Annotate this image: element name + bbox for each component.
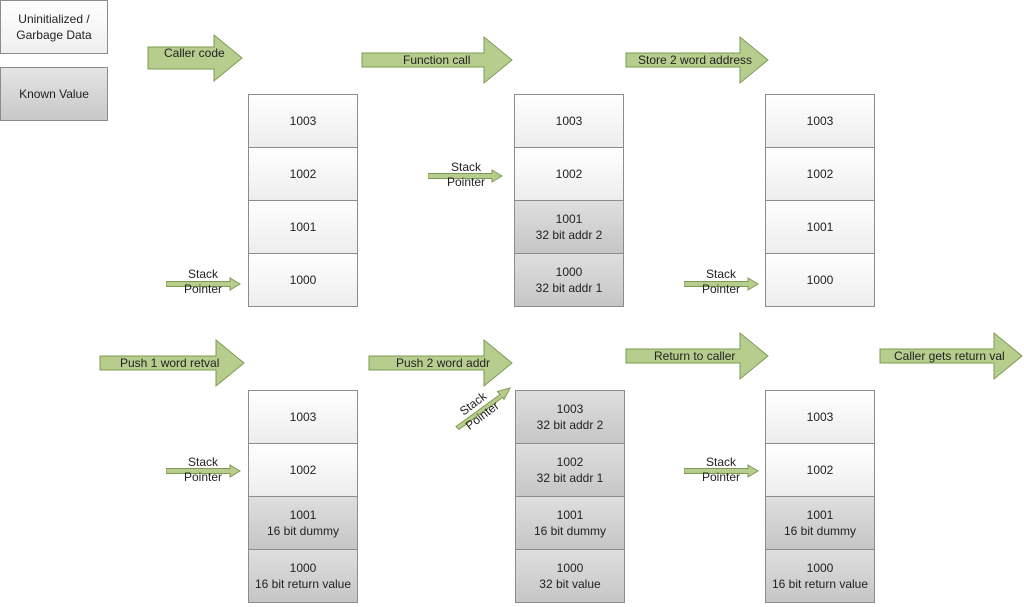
step-label-push-1-word-retval: Push 1 word retval [120,356,220,370]
stack-cell: 1003 [514,94,624,148]
stack-pointer-arrow [684,277,759,291]
step-arrow-caller-code [147,33,243,83]
step-label-caller-code: Caller code [164,46,225,60]
stack-caller-code: 1003 1002 1001 1000 [248,94,358,307]
step-label-return-to-caller: Return to caller [654,349,736,363]
step-label-store-2-word-address: Store 2 word address [638,53,753,67]
legend-known: Known Value [0,67,108,121]
stack-pointer-arrow-diagonal [455,387,511,431]
stack-cell: 1002 [765,147,875,201]
stack-pointer-arrow [166,464,241,478]
stack-cell: 1003 [248,390,358,444]
step-arrow-store-2-word-address [625,35,769,85]
stack-store-2-word-address: 1003 1002 1001 1000 [765,94,875,307]
legend-known-label: Known Value [19,87,89,101]
step-label-push-2-word-addr: Push 2 word addr [396,356,491,370]
stack-cell: 1001 [765,200,875,254]
stack-cell: 1003 [248,94,358,148]
stack-pointer-arrow [166,277,241,291]
step-arrow-push-2-word-addr [368,338,513,388]
step-label-caller-gets-return-val: Caller gets return val [894,349,1005,363]
stack-cell: 1000 [765,253,875,307]
stack-cell: 1003 [765,390,875,444]
stack-cell: 1002 [514,147,624,201]
stack-pointer-arrow [428,169,503,183]
stack-cell: 1003 [765,94,875,148]
step-arrow-function-call [361,35,513,85]
step-label-function-call: Function call [403,53,471,67]
stack-cell: 1002 [248,443,358,497]
step-arrow-push-1-word-retval [99,338,245,388]
legend-uninitialized-line2: Garbage Data [16,28,92,42]
stack-cell: 1002 [248,147,358,201]
stack-pointer-arrow [684,464,759,478]
step-arrow-return-to-caller [625,331,769,381]
legend-uninitialized-line1: Uninitialized / [18,12,90,26]
step-arrow-caller-gets-return-val [879,331,1023,381]
stack-cell: 1000 [248,253,358,307]
stack-cell: 1001 [248,200,358,254]
stack-cell: 1002 [765,443,875,497]
legend-uninitialized: Uninitialized / Garbage Data [0,0,108,54]
